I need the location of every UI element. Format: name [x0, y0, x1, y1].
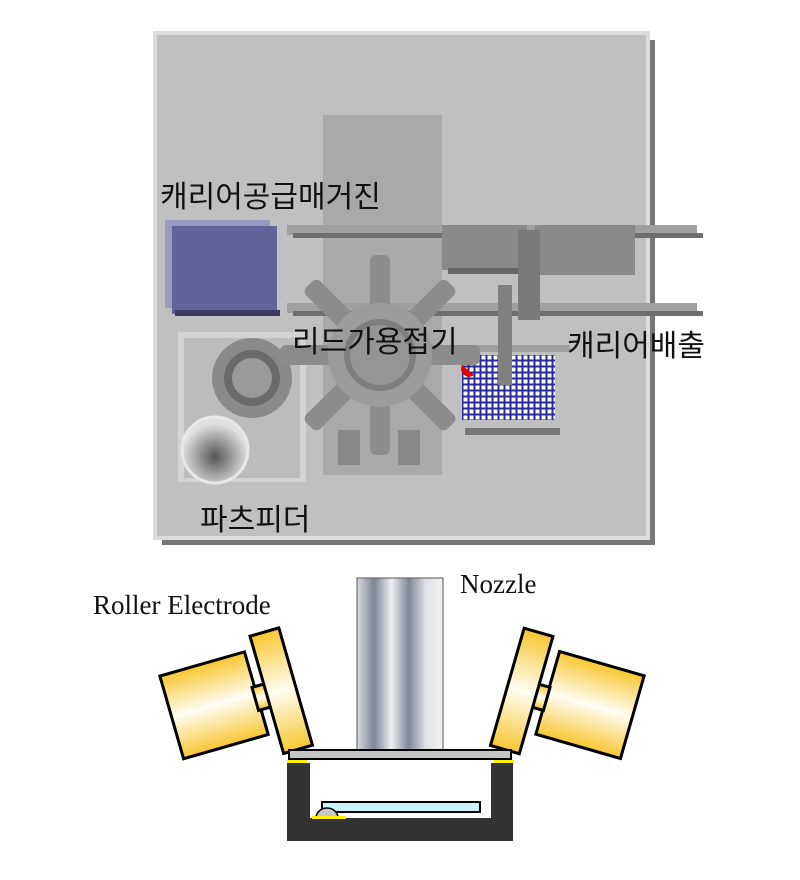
package-base [287, 763, 513, 841]
lid-plate [288, 749, 512, 760]
seal-mark-left [287, 760, 307, 764]
transfer-block [442, 225, 527, 270]
welder-clamp-right [398, 430, 420, 465]
roller-electrode-left [158, 626, 315, 761]
magazine-shadow [175, 310, 280, 316]
rotary-index-table [280, 255, 480, 455]
transfer-block-shadow [448, 268, 528, 274]
roller-electrode-right [488, 626, 647, 761]
feeder-hopper [180, 415, 250, 485]
crystal-element [321, 801, 481, 813]
top-layout-diagram: 캐리어공급매거진 리드가용접기 캐리어배출 파츠피더 [153, 31, 705, 545]
label-carrier-supply-magazine: 캐리어공급매거진 [160, 180, 381, 215]
label-parts-feeder: 파츠피더 [200, 503, 310, 538]
weld-point-marker-2 [461, 365, 474, 377]
output-block [535, 225, 635, 275]
nozzle [356, 577, 444, 753]
label-carrier-output: 캐리어배출 [567, 329, 705, 364]
feeder-bowl-center [232, 358, 272, 398]
welder-clamp-left [338, 430, 360, 465]
lower-rail [287, 303, 697, 313]
mount-pad [312, 816, 346, 819]
output-arm [518, 230, 540, 320]
seal-mark-right [494, 760, 514, 764]
grid-top-rail [460, 345, 570, 352]
grid-bottom-rail [465, 428, 560, 435]
pusher-arm [498, 285, 512, 385]
welding-cross-section: Nozzle Roller Electrode [93, 569, 647, 841]
label-nozzle: Nozzle [460, 569, 536, 599]
label-roller-electrode: Roller Electrode [93, 590, 271, 620]
label-lead-welder: 리드가용접기 [292, 325, 458, 360]
carrier-supply-magazine [172, 226, 277, 314]
